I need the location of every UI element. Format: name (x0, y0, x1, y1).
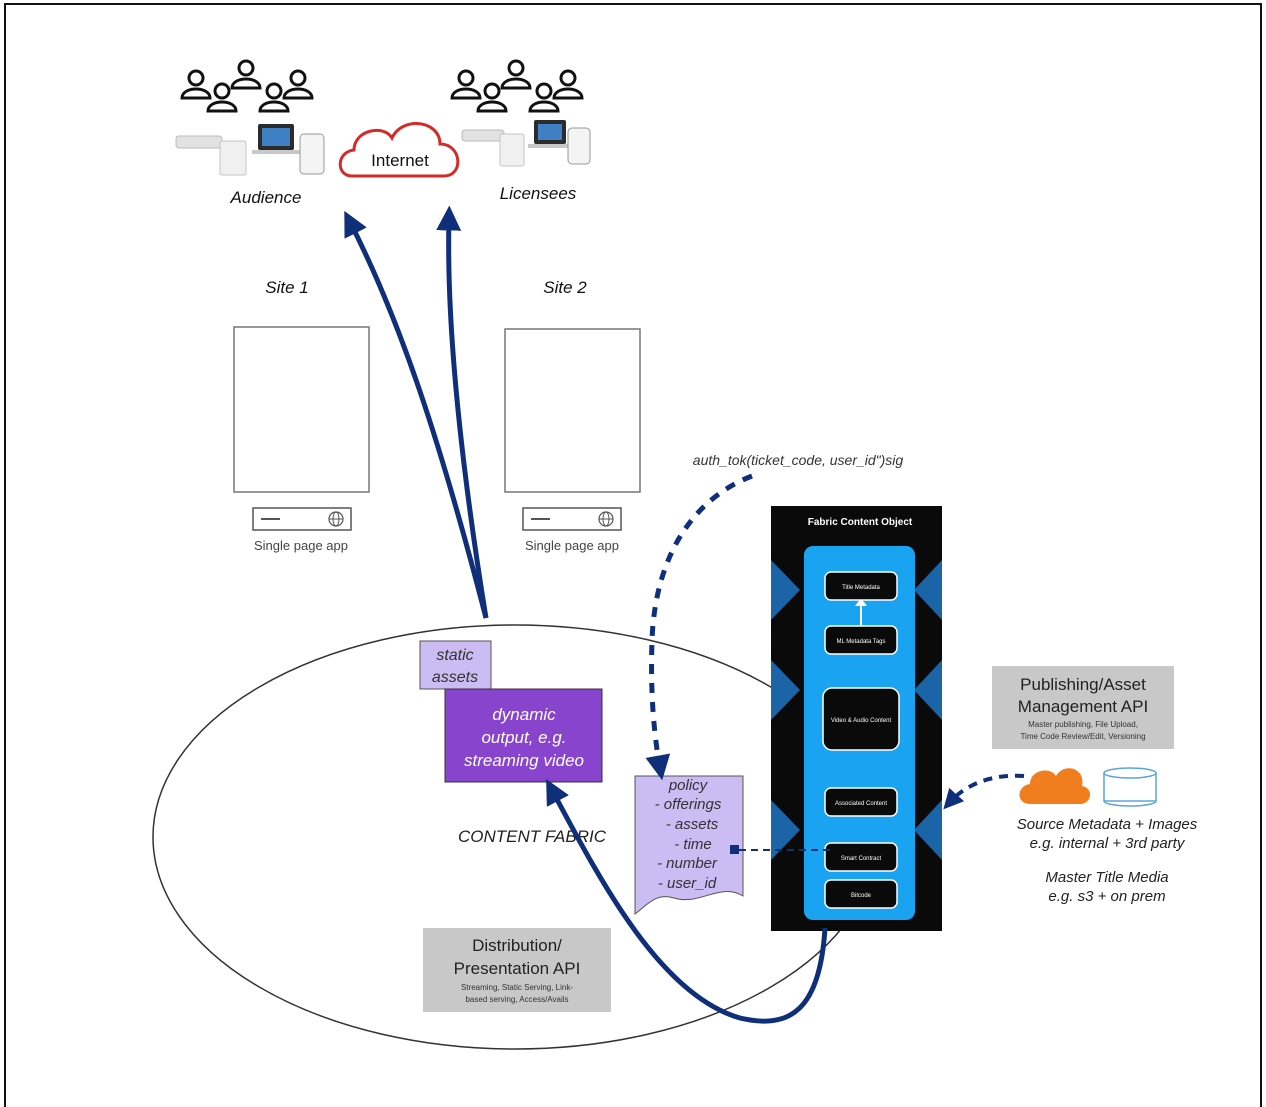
fabric-item-associated-content: Associated Content (824, 787, 898, 817)
svg-text:- time: - time (674, 836, 712, 853)
fabric-item-smart-contract: Smart Contract (824, 842, 898, 872)
side-chevrons-left (771, 560, 800, 860)
database-icon (1103, 767, 1157, 807)
svg-text:Time Code Review/Edit, Version: Time Code Review/Edit, Versioning (1020, 732, 1145, 741)
audience-group: Audience (175, 59, 325, 207)
svg-text:ML Metadata Tags: ML Metadata Tags (836, 639, 885, 645)
people-icon (450, 59, 584, 113)
cloud-icon (338, 122, 460, 178)
svg-text:Distribution/: Distribution/ (472, 936, 562, 955)
svg-text:Bitcode: Bitcode (851, 893, 872, 899)
svg-text:e.g. internal + 3rd party: e.g. internal + 3rd party (1030, 835, 1186, 852)
policy-document: policy - offerings - assets - time - num… (634, 775, 744, 915)
devices-icon (175, 124, 325, 176)
svg-text:- user_id: - user_id (658, 875, 717, 892)
svg-text:Video & Audio Content: Video & Audio Content (831, 718, 892, 724)
site-1-page (233, 326, 370, 493)
svg-text:Title Metadata: Title Metadata (842, 585, 880, 591)
devices-icon (461, 120, 591, 167)
site-1: Site 1 Single page app (233, 278, 370, 553)
fabric-object-title: Fabric Content Object (808, 517, 913, 528)
site-2-title: Site 2 (543, 278, 587, 297)
site-2-page (504, 328, 641, 493)
arrow-to-audience (344, 210, 489, 619)
svg-text:- offerings: - offerings (655, 796, 722, 813)
server-icon (252, 507, 352, 531)
svg-text:output, e.g.: output, e.g. (481, 728, 566, 747)
svg-text:e.g. s3 + on prem: e.g. s3 + on prem (1048, 888, 1165, 905)
policy-link-endpoint (730, 845, 739, 854)
internet-label: Internet (371, 151, 429, 170)
internet-cloud: Internet (338, 122, 460, 178)
svg-text:assets: assets (432, 669, 478, 686)
figure-border (4, 3, 1262, 1107)
source-labels: Source Metadata + Images e.g. internal +… (1017, 816, 1198, 905)
fabric-item-bitcode: Bitcode (824, 879, 898, 909)
svg-text:Streaming, Static Serving, Lin: Streaming, Static Serving, Link- (461, 983, 573, 992)
svg-text:- assets: - assets (666, 816, 719, 833)
people-icon (180, 59, 314, 113)
arrow-to-licensees (436, 205, 489, 619)
svg-text:Source Metadata + Images: Source Metadata + Images (1017, 816, 1198, 833)
licensees-group: Licensees (450, 59, 591, 203)
auth-token-label: auth_tok(ticket_code, user_id")sig (693, 452, 904, 468)
svg-text:Master Title Media: Master Title Media (1045, 869, 1168, 886)
dynamic-output-box: dynamic output, e.g. streaming video (444, 688, 603, 783)
site-1-caption: Single page app (254, 538, 348, 553)
licensees-label: Licensees (500, 184, 577, 203)
arrow-fabric-to-dynamic (546, 778, 828, 1024)
svg-text:Publishing/Asset: Publishing/Asset (1020, 675, 1146, 694)
site-2-caption: Single page app (525, 538, 619, 553)
audience-label: Audience (230, 188, 302, 207)
svg-text:dynamic: dynamic (492, 705, 556, 724)
fabric-item-video-audio-content: Video & Audio Content (822, 687, 900, 751)
fabric-content-object: Fabric Content Object Title Metadata ML … (771, 506, 942, 931)
side-chevrons-right (914, 560, 942, 860)
svg-text:Associated Content: Associated Content (835, 801, 887, 807)
content-fabric-label: CONTENT FABRIC (458, 827, 607, 846)
fabric-item-title-metadata: Title Metadata (824, 571, 898, 601)
svg-text:policy: policy (668, 777, 709, 794)
svg-text:static: static (436, 647, 473, 664)
static-assets-box: static assets (419, 640, 492, 690)
site-2: Site 2 Single page app (504, 278, 641, 553)
svg-text:Management API: Management API (1018, 697, 1148, 716)
svg-text:streaming video: streaming video (464, 751, 584, 770)
site-1-title: Site 1 (265, 278, 308, 297)
server-icon (522, 507, 622, 531)
fabric-item-ml-metadata-tags: ML Metadata Tags (824, 625, 898, 655)
auth-dashed-arrow (645, 473, 753, 781)
svg-text:Smart Contract: Smart Contract (841, 856, 882, 862)
distribution-api-box: Distribution/ Presentation API Streaming… (423, 928, 611, 1012)
svg-text:- number: - number (657, 855, 718, 872)
svg-text:Presentation API: Presentation API (454, 959, 581, 978)
svg-text:Master publishing, File Upload: Master publishing, File Upload, (1028, 720, 1138, 729)
publishing-api-box: Publishing/Asset Management API Master p… (992, 666, 1174, 749)
svg-text:based serving, Access/Avails: based serving, Access/Avails (465, 995, 568, 1004)
source-dashed-arrow (943, 773, 1025, 810)
source-cloud-icon (1019, 768, 1091, 804)
